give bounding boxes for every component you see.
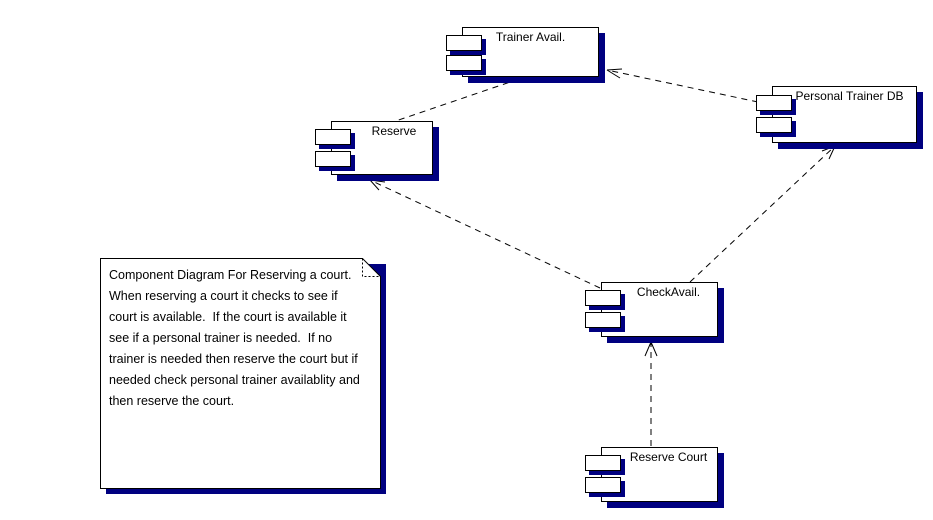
component-stub-upper bbox=[585, 455, 625, 475]
component-stub-lower bbox=[446, 55, 486, 75]
component-label: Personal Trainer DB bbox=[795, 89, 904, 103]
note-text: Component Diagram For Reserving a court.… bbox=[109, 268, 360, 408]
component-stub-upper bbox=[315, 129, 355, 149]
stub-body bbox=[446, 35, 482, 51]
component-reserve[interactable]: Reserve bbox=[315, 121, 439, 181]
note[interactable]: Component Diagram For Reserving a court.… bbox=[100, 258, 386, 494]
component-check-avail[interactable]: CheckAvail. bbox=[585, 282, 724, 343]
stub-body bbox=[315, 129, 351, 145]
component-label: Trainer Avail. bbox=[495, 30, 566, 44]
stub-body bbox=[446, 55, 482, 71]
component-stub-lower bbox=[315, 151, 355, 171]
component-stub-lower bbox=[756, 117, 796, 137]
stub-body bbox=[585, 455, 621, 471]
dependency-personal-trainer-db-to-trainer-avail bbox=[606, 68, 759, 103]
component-stub-upper bbox=[585, 290, 625, 310]
component-trainer-avail[interactable]: Trainer Avail. bbox=[446, 27, 605, 83]
component-stub-upper bbox=[756, 95, 796, 115]
component-stub-upper bbox=[446, 35, 486, 55]
dependency-reserve-court-to-check-avail bbox=[644, 341, 658, 446]
stub-body bbox=[585, 477, 621, 493]
component-body bbox=[772, 86, 917, 143]
component-label: Reserve Court bbox=[629, 450, 708, 464]
component-personal-trainer-db[interactable]: Personal Trainer DB bbox=[756, 86, 923, 149]
component-stub-lower bbox=[585, 312, 625, 332]
component-stub-lower bbox=[585, 477, 625, 497]
stub-body bbox=[585, 312, 621, 328]
dependency-check-avail-to-reserve bbox=[369, 179, 601, 289]
component-reserve-court[interactable]: Reserve Court bbox=[585, 447, 724, 508]
note-outline bbox=[100, 258, 381, 489]
component-label: CheckAvail. bbox=[636, 285, 701, 299]
dependency-check-avail-to-personal-trainer-db bbox=[689, 145, 836, 283]
stub-body bbox=[756, 95, 792, 111]
stub-body bbox=[585, 290, 621, 306]
stub-body bbox=[315, 151, 351, 167]
stub-body bbox=[756, 117, 792, 133]
component-label: Reserve bbox=[371, 124, 417, 138]
